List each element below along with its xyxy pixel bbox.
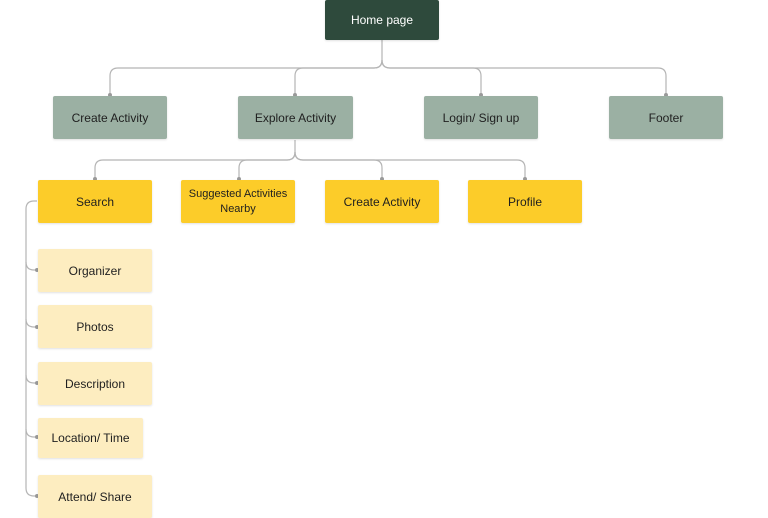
connector-root-login-signup [381,59,482,94]
node-label: Location/ Time [51,431,130,445]
node-login-signup[interactable]: Login/ Sign up [424,96,538,139]
node-attend-share[interactable]: Attend/ Share [38,475,152,518]
connector-explore-suggested [238,151,296,178]
node-description[interactable]: Description [38,362,152,405]
connector-root-explore-activity [294,59,383,94]
node-label: Profile [507,194,542,209]
node-label: Attend/ Share [58,489,132,504]
node-suggested-activities-nearby[interactable]: Suggested Activities Nearby [181,180,295,223]
connector-search-location [25,375,36,438]
node-label: Create Activity [343,194,421,209]
connector-root-create-activity [109,40,383,94]
connector-explore-profile [294,151,526,178]
node-label: Footer [648,110,684,125]
node-label: Search [75,194,115,209]
node-create-activity-sub[interactable]: Create Activity [325,180,439,223]
node-label: Create Activity [71,110,149,125]
node-photos[interactable]: Photos [38,305,152,348]
node-label: Photos [76,319,114,334]
node-label: Organizer [68,263,122,278]
node-profile[interactable]: Profile [468,180,582,223]
node-label: Explore Activity [254,110,337,125]
connector-explore-create-activity [294,151,383,178]
node-create-activity-main[interactable]: Create Activity [53,96,167,139]
connector-explore-search [94,140,296,178]
connector-search-description [25,319,36,384]
connector-root-footer [381,59,667,94]
node-search[interactable]: Search [38,180,152,223]
node-explore-activity[interactable]: Explore Activity [238,96,353,139]
node-footer[interactable]: Footer [609,96,723,139]
connector-search-organizer [25,200,37,271]
node-home-page[interactable]: Home page [325,0,439,40]
node-organizer[interactable]: Organizer [38,249,152,292]
connector-search-attend [25,429,36,497]
node-home-page-label: Home page [350,13,414,27]
node-location-time[interactable]: Location/ Time [38,418,143,458]
connector-search-photos [25,262,36,328]
node-label: Suggested Activities Nearby [188,187,288,215]
node-label: Login/ Sign up [442,110,520,125]
node-label: Description [64,376,126,391]
